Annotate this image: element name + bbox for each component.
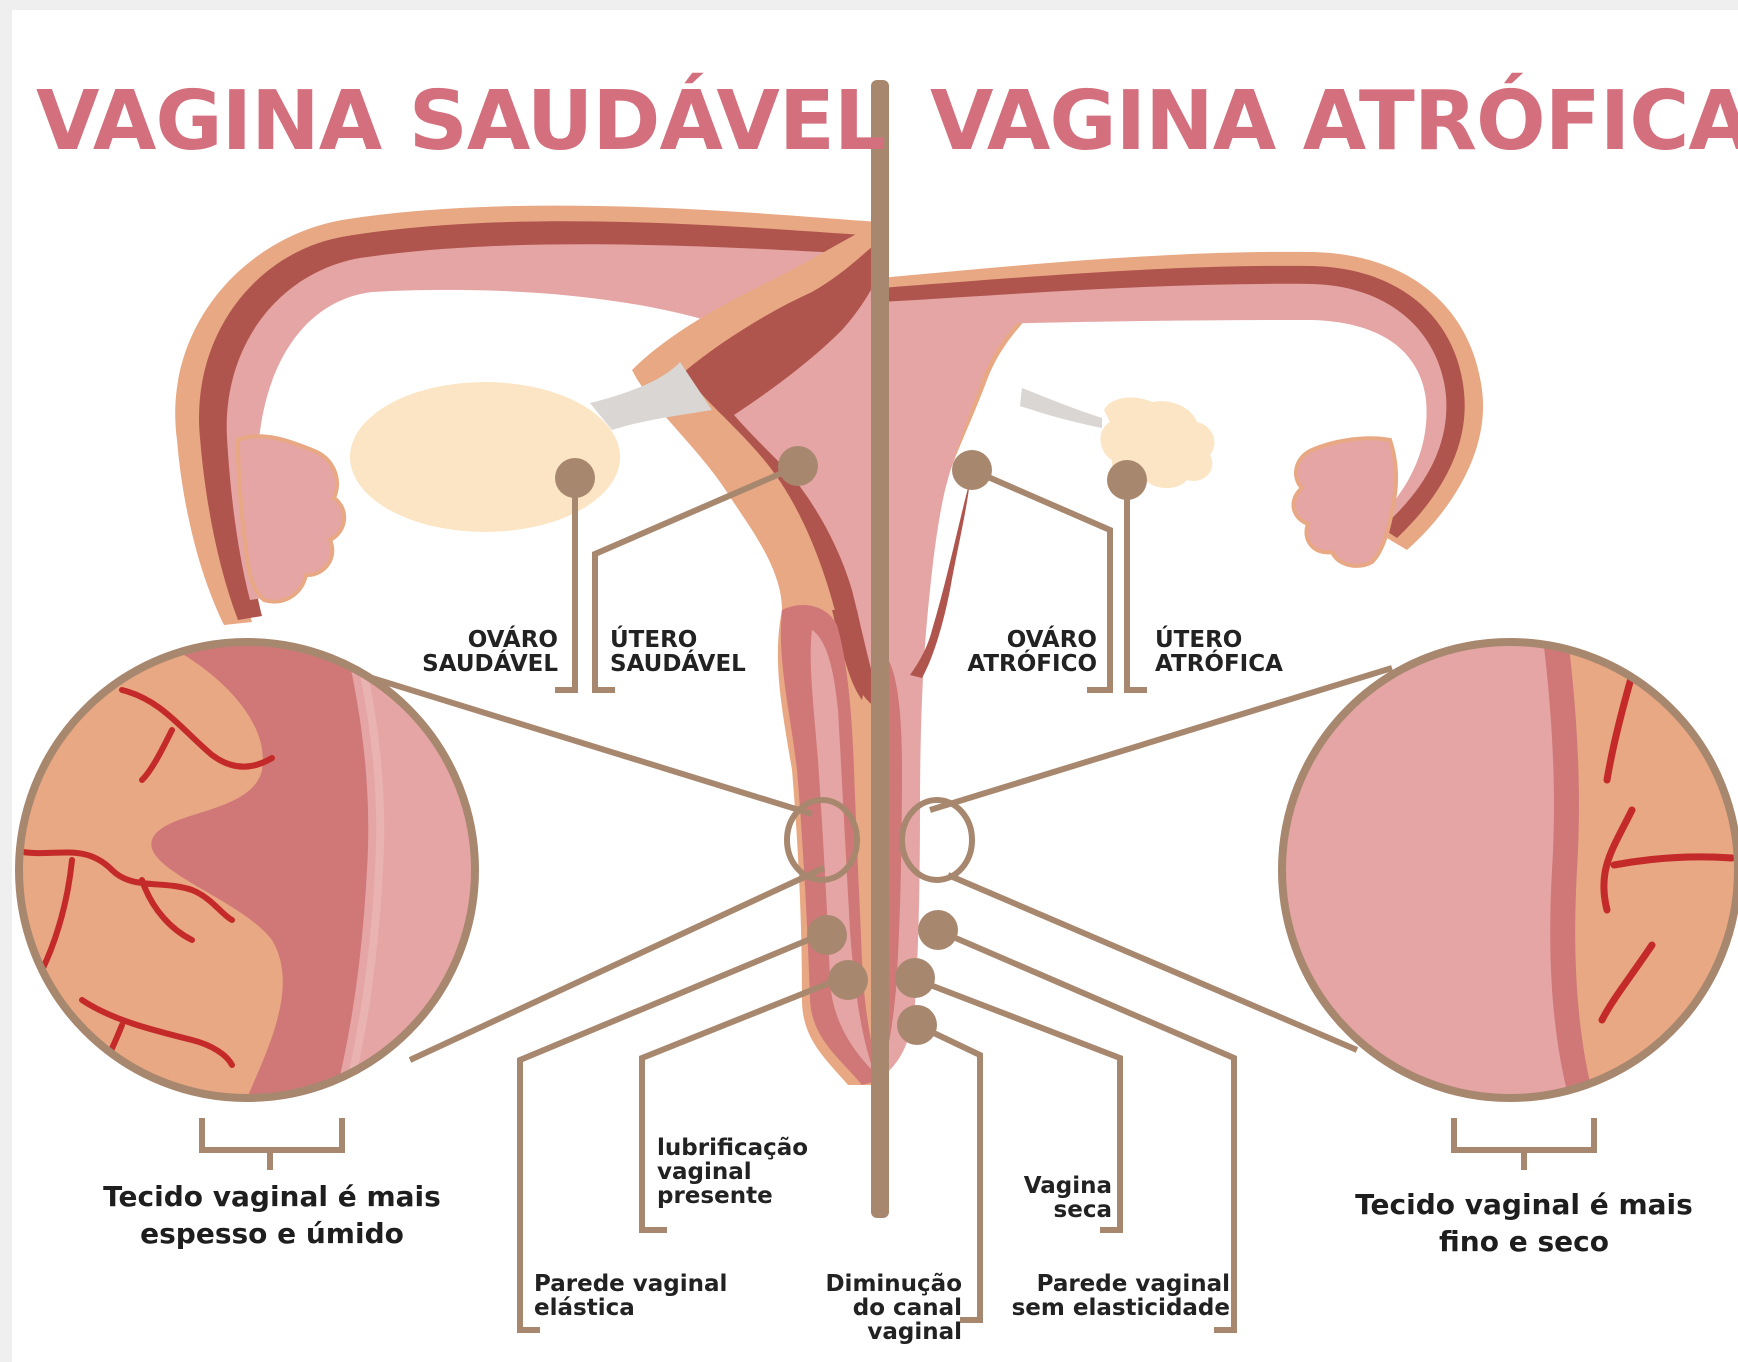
healthy-ovary-label: OVÁRO SAUDÁVEL xyxy=(408,628,558,676)
atrophic-uterus-inner xyxy=(880,292,1042,1078)
atrophic-ovary-ligament xyxy=(1020,388,1102,428)
healthy-wall-label: Parede vaginal elástica xyxy=(534,1272,764,1320)
healthy-uterus-label: ÚTERO SAUDÁVEL xyxy=(610,628,770,676)
center-divider xyxy=(871,80,889,1218)
atrophic-fimbriae xyxy=(1293,438,1396,566)
title-healthy: VAGINA SAUDÁVEL xyxy=(36,72,844,172)
atrophic-canal-label: Diminução do canal vaginal xyxy=(802,1272,962,1344)
healthy-tissue-magnifier xyxy=(12,630,857,1110)
atrophic-tissue-caption: Tecido vaginal é mais fino e seco xyxy=(1324,1186,1724,1260)
atrophic-wall-label: Parede vaginal sem elasticidade xyxy=(980,1272,1230,1320)
healthy-tissue-caption: Tecido vaginal é mais espesso e úmido xyxy=(72,1178,472,1252)
atrophic-uterus-label: ÚTERO ATRÓFICA xyxy=(1155,628,1315,676)
atrophic-ovary-label: OVÁRO ATRÓFICO xyxy=(952,628,1097,676)
atrophic-dry-label: Vagina seca xyxy=(972,1174,1112,1222)
healthy-lubrication-label: lubrificação vaginal presente xyxy=(657,1136,847,1208)
infographic: VAGINA SAUDÁVEL VAGINA ATRÓFICA OVÁRO SA… xyxy=(12,10,1738,1362)
anatomy-illustration xyxy=(12,10,1738,1362)
healthy-fimbriae xyxy=(238,436,344,601)
atrophic-tissue-magnifier xyxy=(902,630,1738,1110)
title-atrophic: VAGINA ATRÓFICA xyxy=(930,72,1720,172)
healthy-ovary xyxy=(350,382,620,532)
